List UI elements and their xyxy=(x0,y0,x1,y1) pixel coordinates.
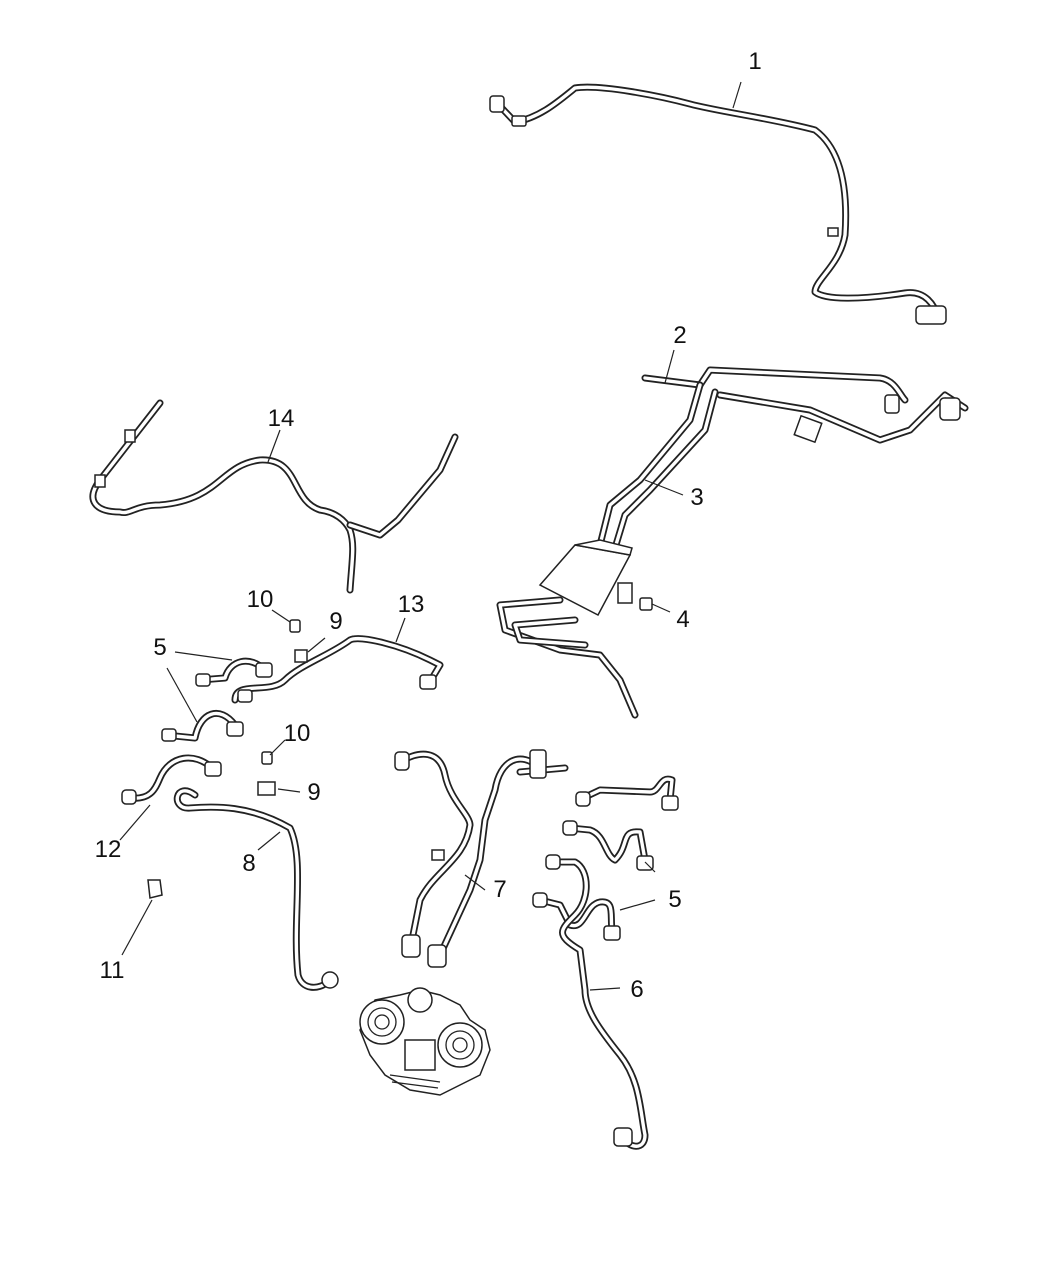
part-9-10-clips xyxy=(257,609,326,796)
callout-5-left: 5 xyxy=(153,634,167,661)
callout-10-upper: 10 xyxy=(246,586,274,613)
callout-5-right: 5 xyxy=(668,886,682,913)
callout-3: 3 xyxy=(690,484,704,511)
callout-12: 12 xyxy=(94,836,122,863)
callout-4: 4 xyxy=(676,606,690,633)
callout-9-upper: 9 xyxy=(329,608,343,635)
callout-6: 6 xyxy=(630,976,644,1003)
part-8-fuel-line xyxy=(173,787,339,991)
callout-14: 14 xyxy=(267,405,295,432)
callout-8: 8 xyxy=(242,850,256,877)
callout-13: 13 xyxy=(397,591,425,618)
callout-1: 1 xyxy=(748,48,762,75)
fuel-pump-reference xyxy=(359,987,491,1096)
part-3-fuel-tube-assembly xyxy=(496,349,969,719)
part-5-injector-lines-right xyxy=(532,775,679,941)
part-7-fuel-return-lines xyxy=(394,749,569,968)
part-11-bracket xyxy=(121,879,163,956)
part-4-clip xyxy=(639,597,671,613)
part-6-fuel-line xyxy=(545,854,649,1150)
part-12-fuel-line xyxy=(119,754,222,841)
callout-9-lower: 9 xyxy=(307,779,321,806)
part-13-fuel-line xyxy=(231,617,444,704)
part-5-injector-lines-left xyxy=(161,651,273,742)
callout-11: 11 xyxy=(99,957,125,984)
callout-7: 7 xyxy=(493,876,507,903)
part-1-fuel-supply-line xyxy=(489,81,947,325)
part-14-fuel-line xyxy=(89,399,459,594)
callout-2: 2 xyxy=(673,322,687,349)
callout-10-lower: 10 xyxy=(283,720,311,747)
